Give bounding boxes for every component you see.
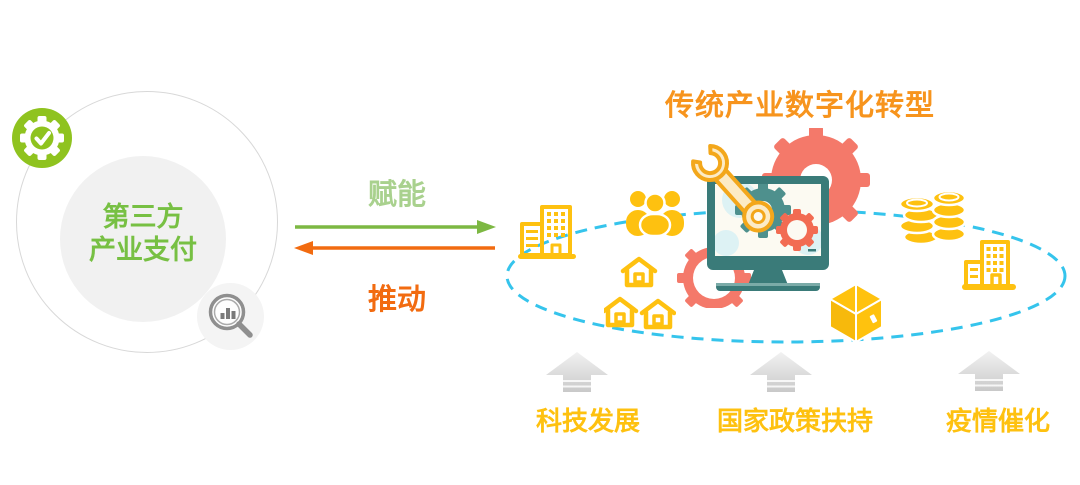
left-entity-title-line1: 第三方 [102,202,184,232]
left-entity-inner-circle: 第三方 产业支付 [60,156,226,322]
gear-check-badge-icon [12,108,72,168]
office-buildings-icon [518,204,576,265]
empower-arrow-icon [295,220,496,234]
drive-label: 推动 [367,284,426,316]
coin-stacks-icon [896,188,968,255]
left-entity-title-line2: 产业支付 [89,235,197,265]
driver-up-arrow-icon [750,352,812,397]
drive-arrow-icon [294,241,495,255]
driver-label-pandemic: 疫情催化 [945,406,1050,436]
driver-up-arrow-icon [546,352,608,397]
monitor-wrench-gears-icon [658,126,888,315]
people-group-icon [623,188,687,241]
transformation-title: 传统产业数字化转型 [664,90,935,122]
relation-arrows [288,216,502,265]
package-box-icon [824,282,888,349]
wrench-icon [691,144,775,233]
empower-label: 赋能 [367,179,426,211]
driver-label-technology: 科技发展 [535,406,640,436]
houses-icon [601,256,677,335]
office-tower-icon [962,238,1016,297]
chart-magnifier-icon [197,283,264,350]
driver-up-arrow-icon [958,351,1020,396]
driver-label-policy: 国家政策扶持 [716,406,873,436]
ecosystem-dashed-ellipse [503,206,1069,351]
